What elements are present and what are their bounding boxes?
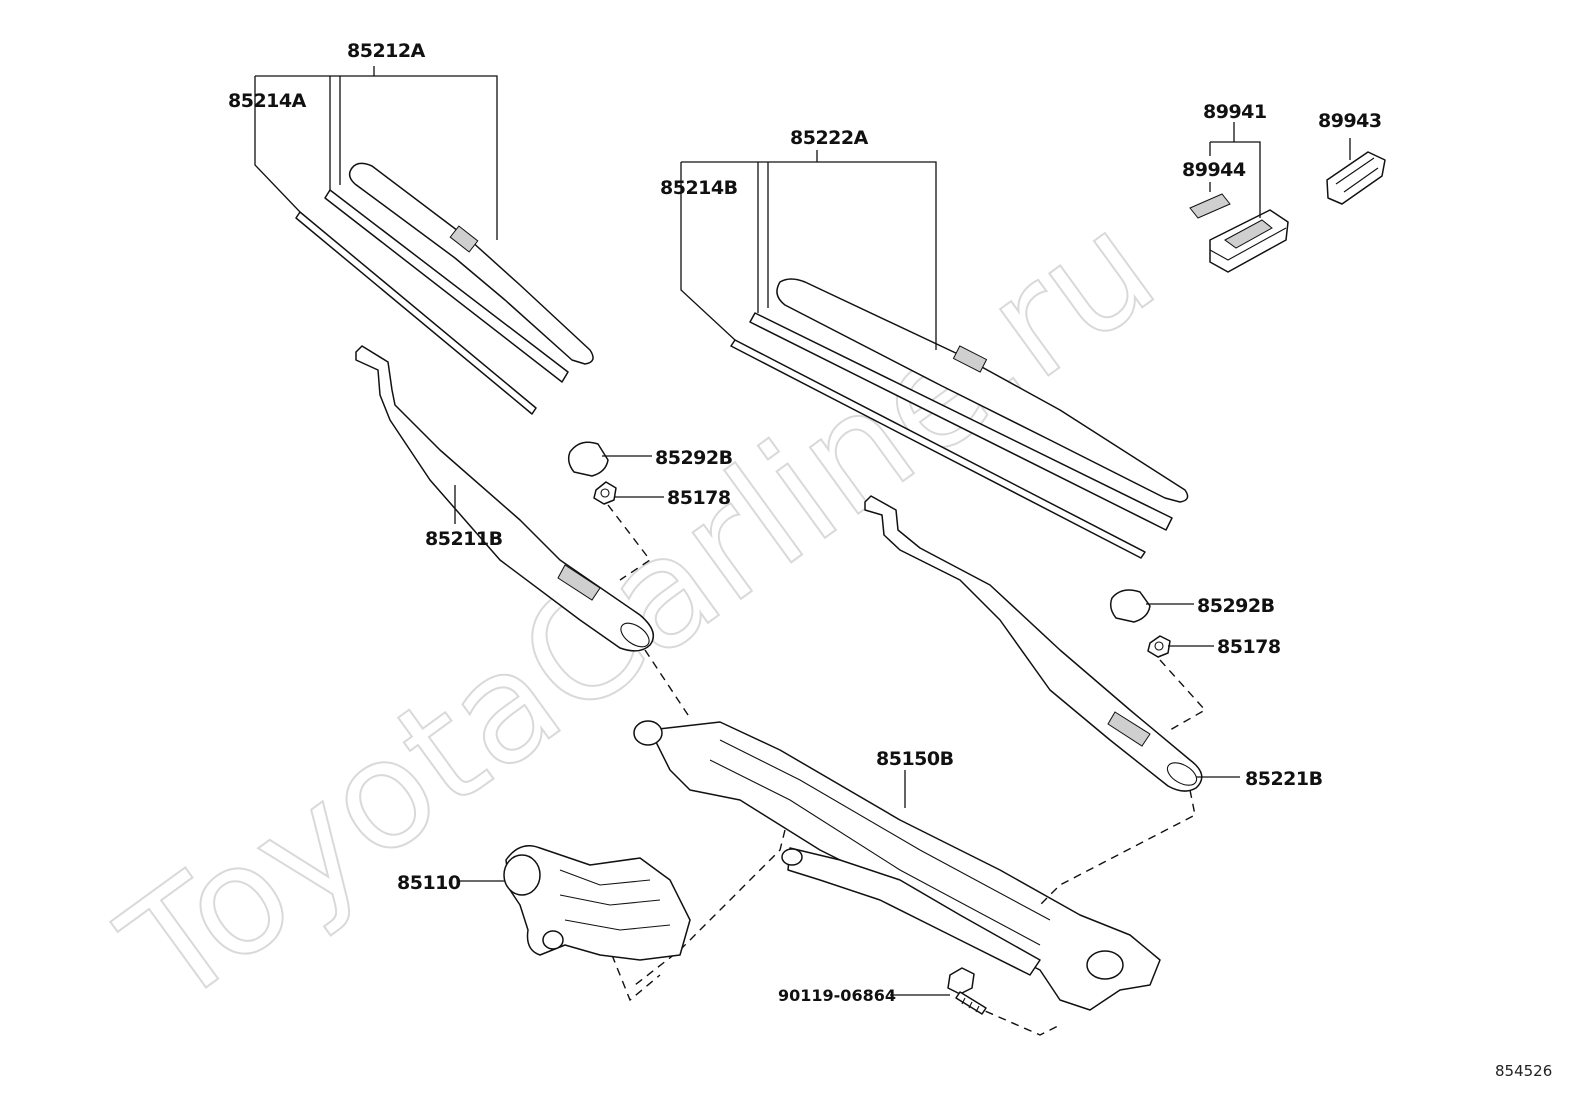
label-85178-right[interactable]: 85178 xyxy=(1217,636,1281,658)
label-85214B[interactable]: 85214B xyxy=(660,177,738,199)
nut-85178-right[interactable] xyxy=(1147,635,1171,658)
label-85292B-right[interactable]: 85292B xyxy=(1197,595,1275,617)
label-85211B[interactable]: 85211B xyxy=(425,528,503,550)
linkage-pivot-left xyxy=(633,720,663,746)
right-wiper-arm[interactable] xyxy=(864,495,1203,792)
label-85222A[interactable]: 85222A xyxy=(790,127,869,149)
dash-right-arm-linkage xyxy=(1039,789,1196,906)
dash-bolt-linkage xyxy=(959,999,1061,1036)
label-85110[interactable]: 85110 xyxy=(397,872,461,894)
dash-right-nut xyxy=(1159,659,1207,731)
wiper-motor[interactable] xyxy=(503,845,691,961)
right-blade-adapter xyxy=(952,345,988,373)
nut-85178-left[interactable] xyxy=(593,481,617,505)
label-85292B-left[interactable]: 85292B xyxy=(655,447,733,469)
label-85178-left[interactable]: 85178 xyxy=(667,487,731,509)
right-blade-backing xyxy=(749,312,1173,531)
left-blade-leaders xyxy=(254,66,498,240)
dash-motor-linkage xyxy=(634,829,786,986)
leaders-89941 xyxy=(1209,122,1261,218)
left-wiper-arm[interactable] xyxy=(355,345,655,652)
cap-85292B-right[interactable] xyxy=(1109,589,1151,623)
label-85221B[interactable]: 85221B xyxy=(1245,768,1323,790)
label-90119-06864[interactable]: 90119-06864 xyxy=(778,986,896,1005)
right-blade-leaders xyxy=(680,150,937,350)
diagram-code: 854526 xyxy=(1495,1062,1552,1080)
dash-motor-bottom xyxy=(611,954,661,1002)
right-wiper-blade[interactable] xyxy=(730,278,1189,559)
linkage-pivot-right xyxy=(1086,950,1124,980)
left-blade-body xyxy=(348,162,594,365)
label-85150B[interactable]: 85150B xyxy=(876,748,954,770)
right-blade-refill xyxy=(730,339,1146,559)
wiper-linkage[interactable] xyxy=(633,720,1161,1011)
adapter-89943[interactable] xyxy=(1326,151,1386,205)
left-blade-backing xyxy=(324,189,569,383)
bolt-90119-06864[interactable] xyxy=(947,967,987,1015)
left-wiper-blade[interactable] xyxy=(295,162,594,415)
right-blade-body xyxy=(776,278,1189,503)
label-89941[interactable]: 89941 xyxy=(1203,101,1267,123)
left-blade-adapter xyxy=(449,225,479,253)
label-85212A[interactable]: 85212A xyxy=(347,40,426,62)
spacer-89944[interactable] xyxy=(1189,193,1231,219)
left-blade-refill xyxy=(295,211,537,415)
motor-end-cap xyxy=(503,854,541,896)
cap-85292B-left[interactable] xyxy=(567,441,609,477)
adapter-89941[interactable] xyxy=(1209,209,1289,273)
label-89944[interactable]: 89944 xyxy=(1182,159,1246,181)
label-89943[interactable]: 89943 xyxy=(1318,110,1382,132)
label-85214A[interactable]: 85214A xyxy=(228,90,307,112)
